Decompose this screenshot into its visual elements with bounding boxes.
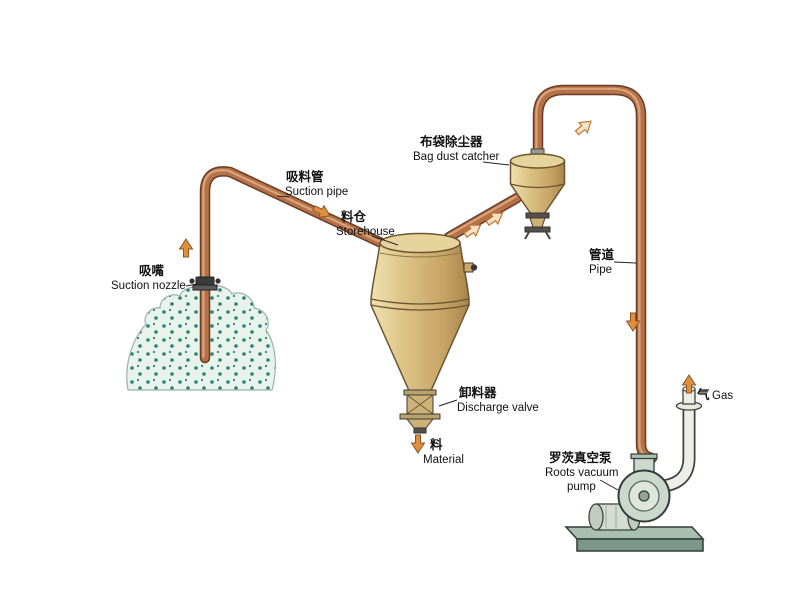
- label-suction-nozzle-zh: 吸嘴: [139, 263, 165, 278]
- pump-volute: [617, 453, 671, 523]
- label-suction-pipe-zh: 吸料管: [286, 169, 324, 184]
- label-pipe-en: Pipe: [589, 264, 612, 276]
- label-material-zh: 料: [430, 437, 443, 452]
- label-bag-dust-catcher-zh: 布袋除尘器: [420, 134, 483, 149]
- labels: 吸料管 Suction pipe 吸嘴 Suction nozzle 料仓 St…: [111, 134, 733, 493]
- bag-dust-catcher: [509, 148, 566, 240]
- label-pipe-zh: 管道: [589, 247, 615, 262]
- label-roots-pump-zh: 罗茨真空泵: [549, 450, 612, 465]
- storehouse-vessel: [370, 232, 478, 394]
- label-discharge-valve-zh: 卸料器: [459, 385, 497, 400]
- suction-nozzle: [189, 276, 221, 291]
- label-material-en: Material: [423, 454, 464, 466]
- vessel-side-stub: [463, 262, 478, 273]
- label-roots-pump-en1: Roots vacuum: [545, 467, 619, 479]
- label-suction-pipe-en: Suction pipe: [285, 186, 348, 198]
- label-gas-zh: 气: [696, 387, 710, 402]
- label-roots-pump-en2: pump: [567, 481, 596, 493]
- discharge-valve: [399, 389, 441, 434]
- label-suction-nozzle-en: Suction nozzle: [111, 280, 186, 292]
- transfer-pipe: [448, 197, 517, 237]
- flow-arrow-top-bend: [572, 115, 596, 139]
- label-storehouse-zh: 料仓: [341, 209, 367, 224]
- label-storehouse-en: Storehouse: [336, 226, 395, 238]
- leader-lines: [185, 161, 637, 491]
- label-bag-dust-catcher-en: Bag dust catcher: [413, 151, 499, 163]
- flow-arrow-material-out: [411, 434, 425, 454]
- label-gas-en: Gas: [712, 390, 733, 402]
- pump-motor: [588, 503, 641, 531]
- exhaust-pipe: [662, 386, 703, 493]
- flow-arrow-up-nozzle: [179, 238, 193, 258]
- label-discharge-valve-en: Discharge valve: [457, 402, 539, 414]
